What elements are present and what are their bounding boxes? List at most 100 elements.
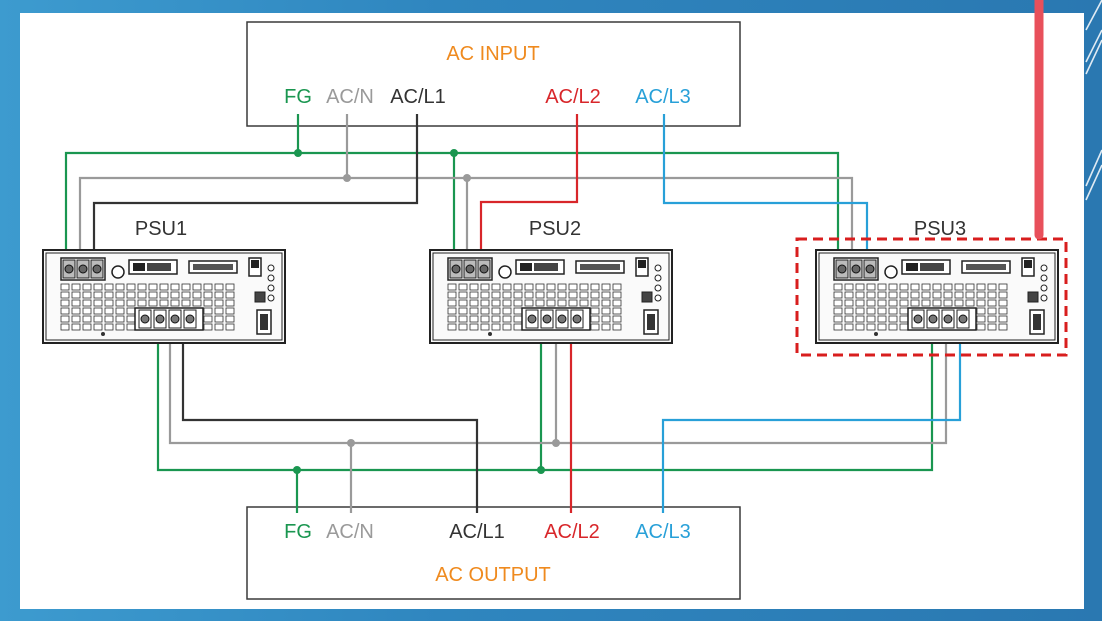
panel-detail: [943, 299, 953, 307]
panel-detail: [479, 264, 489, 274]
panel-detail: [469, 315, 479, 323]
panel-detail: [976, 299, 986, 307]
panel-detail: [480, 323, 490, 331]
psu3-label: PSU3: [914, 218, 966, 240]
panel-detail: [844, 307, 854, 315]
panel-detail: [998, 307, 1008, 315]
acl1-output: [181, 325, 479, 513]
panel-detail: [225, 299, 235, 307]
panel-detail: [987, 307, 997, 315]
panel-detail: [513, 299, 523, 307]
panel-detail: [638, 260, 646, 268]
panel-detail: [572, 314, 582, 324]
panel-detail: [203, 307, 213, 315]
panel-detail: [910, 299, 920, 307]
panel-detail: [976, 291, 986, 299]
panel-detail: [60, 307, 70, 315]
panel-detail: [1040, 294, 1048, 302]
panel-detail: [104, 323, 114, 331]
panel-detail: [502, 283, 512, 291]
panel-detail: [170, 291, 180, 299]
panel-detail: [647, 314, 655, 330]
panel-detail: [469, 291, 479, 299]
wiring-diagram: AC INPUT FG AC/N AC/L1 AC/L2 AC/L3 FG AC…: [42, 21, 1068, 600]
panel-detail: [126, 283, 136, 291]
panel-detail: [612, 299, 622, 307]
panel-detail: [104, 307, 114, 315]
panel-detail: [203, 323, 213, 331]
panel-detail: [78, 264, 88, 274]
panel-detail: [432, 252, 670, 341]
panel-detail: [225, 315, 235, 323]
panel-detail: [546, 299, 556, 307]
panel-detail: [159, 283, 169, 291]
panel-detail: [921, 299, 931, 307]
panel-detail: [524, 291, 534, 299]
input-acl3-label: AC/L3: [635, 86, 691, 108]
panel-detail: [844, 291, 854, 299]
panel-detail: [82, 323, 92, 331]
panel-detail: [148, 291, 158, 299]
panel-detail: [82, 315, 92, 323]
panel-detail: [93, 307, 103, 315]
panel-detail: [498, 265, 512, 279]
panel-detail: [104, 315, 114, 323]
panel-detail: [92, 264, 102, 274]
panel-detail: [888, 307, 898, 315]
output-acl2-label: AC/L2: [544, 521, 600, 543]
psu1-panel: [42, 249, 286, 344]
panel-detail: [82, 307, 92, 315]
acl2-input: [479, 114, 579, 256]
panel-detail: [104, 299, 114, 307]
panel-detail: [998, 291, 1008, 299]
panel-detail: [888, 291, 898, 299]
panel-detail: [954, 299, 964, 307]
panel-detail: [535, 283, 545, 291]
panel-detail: [251, 260, 259, 268]
panel-detail: [513, 323, 523, 331]
panel-detail: [159, 291, 169, 299]
panel-detail: [546, 291, 556, 299]
junctions: [293, 149, 560, 474]
panel-detail: [855, 299, 865, 307]
panel-detail: [913, 314, 923, 324]
panel-detail: [148, 283, 158, 291]
panel-detail: [203, 291, 213, 299]
panel-detail: [855, 315, 865, 323]
panel-detail: [137, 291, 147, 299]
panel-detail: [469, 307, 479, 315]
panel-detail: [590, 323, 600, 331]
panel-detail: [888, 315, 898, 323]
input-acn-label: AC/N: [326, 86, 374, 108]
junction-dot: [537, 466, 545, 474]
panel-detail: [465, 264, 475, 274]
panel-detail: [181, 291, 191, 299]
panel-detail: [899, 323, 909, 331]
panel-detail: [932, 291, 942, 299]
panel-detail: [469, 323, 479, 331]
panel-detail: [866, 283, 876, 291]
panel-detail: [874, 332, 878, 336]
panel-detail: [943, 291, 953, 299]
panel-detail: [568, 291, 578, 299]
panel-detail: [987, 283, 997, 291]
panel-detail: [1040, 274, 1048, 282]
panel-detail: [447, 315, 457, 323]
panel-detail: [502, 323, 512, 331]
psu3-highlight-box: [795, 237, 1068, 357]
panel-detail: [888, 299, 898, 307]
panel-detail: [954, 283, 964, 291]
panel-detail: [185, 314, 195, 324]
panel-detail: [104, 291, 114, 299]
panel-detail: [535, 291, 545, 299]
panel-detail: [192, 299, 202, 307]
panel-detail: [193, 264, 233, 270]
panel-detail: [601, 307, 611, 315]
panel-detail: [998, 299, 1008, 307]
ac-input-box: [246, 21, 741, 127]
panel-detail: [155, 314, 165, 324]
panel-detail: [170, 299, 180, 307]
panel-detail: [866, 291, 876, 299]
panel-detail: [458, 323, 468, 331]
